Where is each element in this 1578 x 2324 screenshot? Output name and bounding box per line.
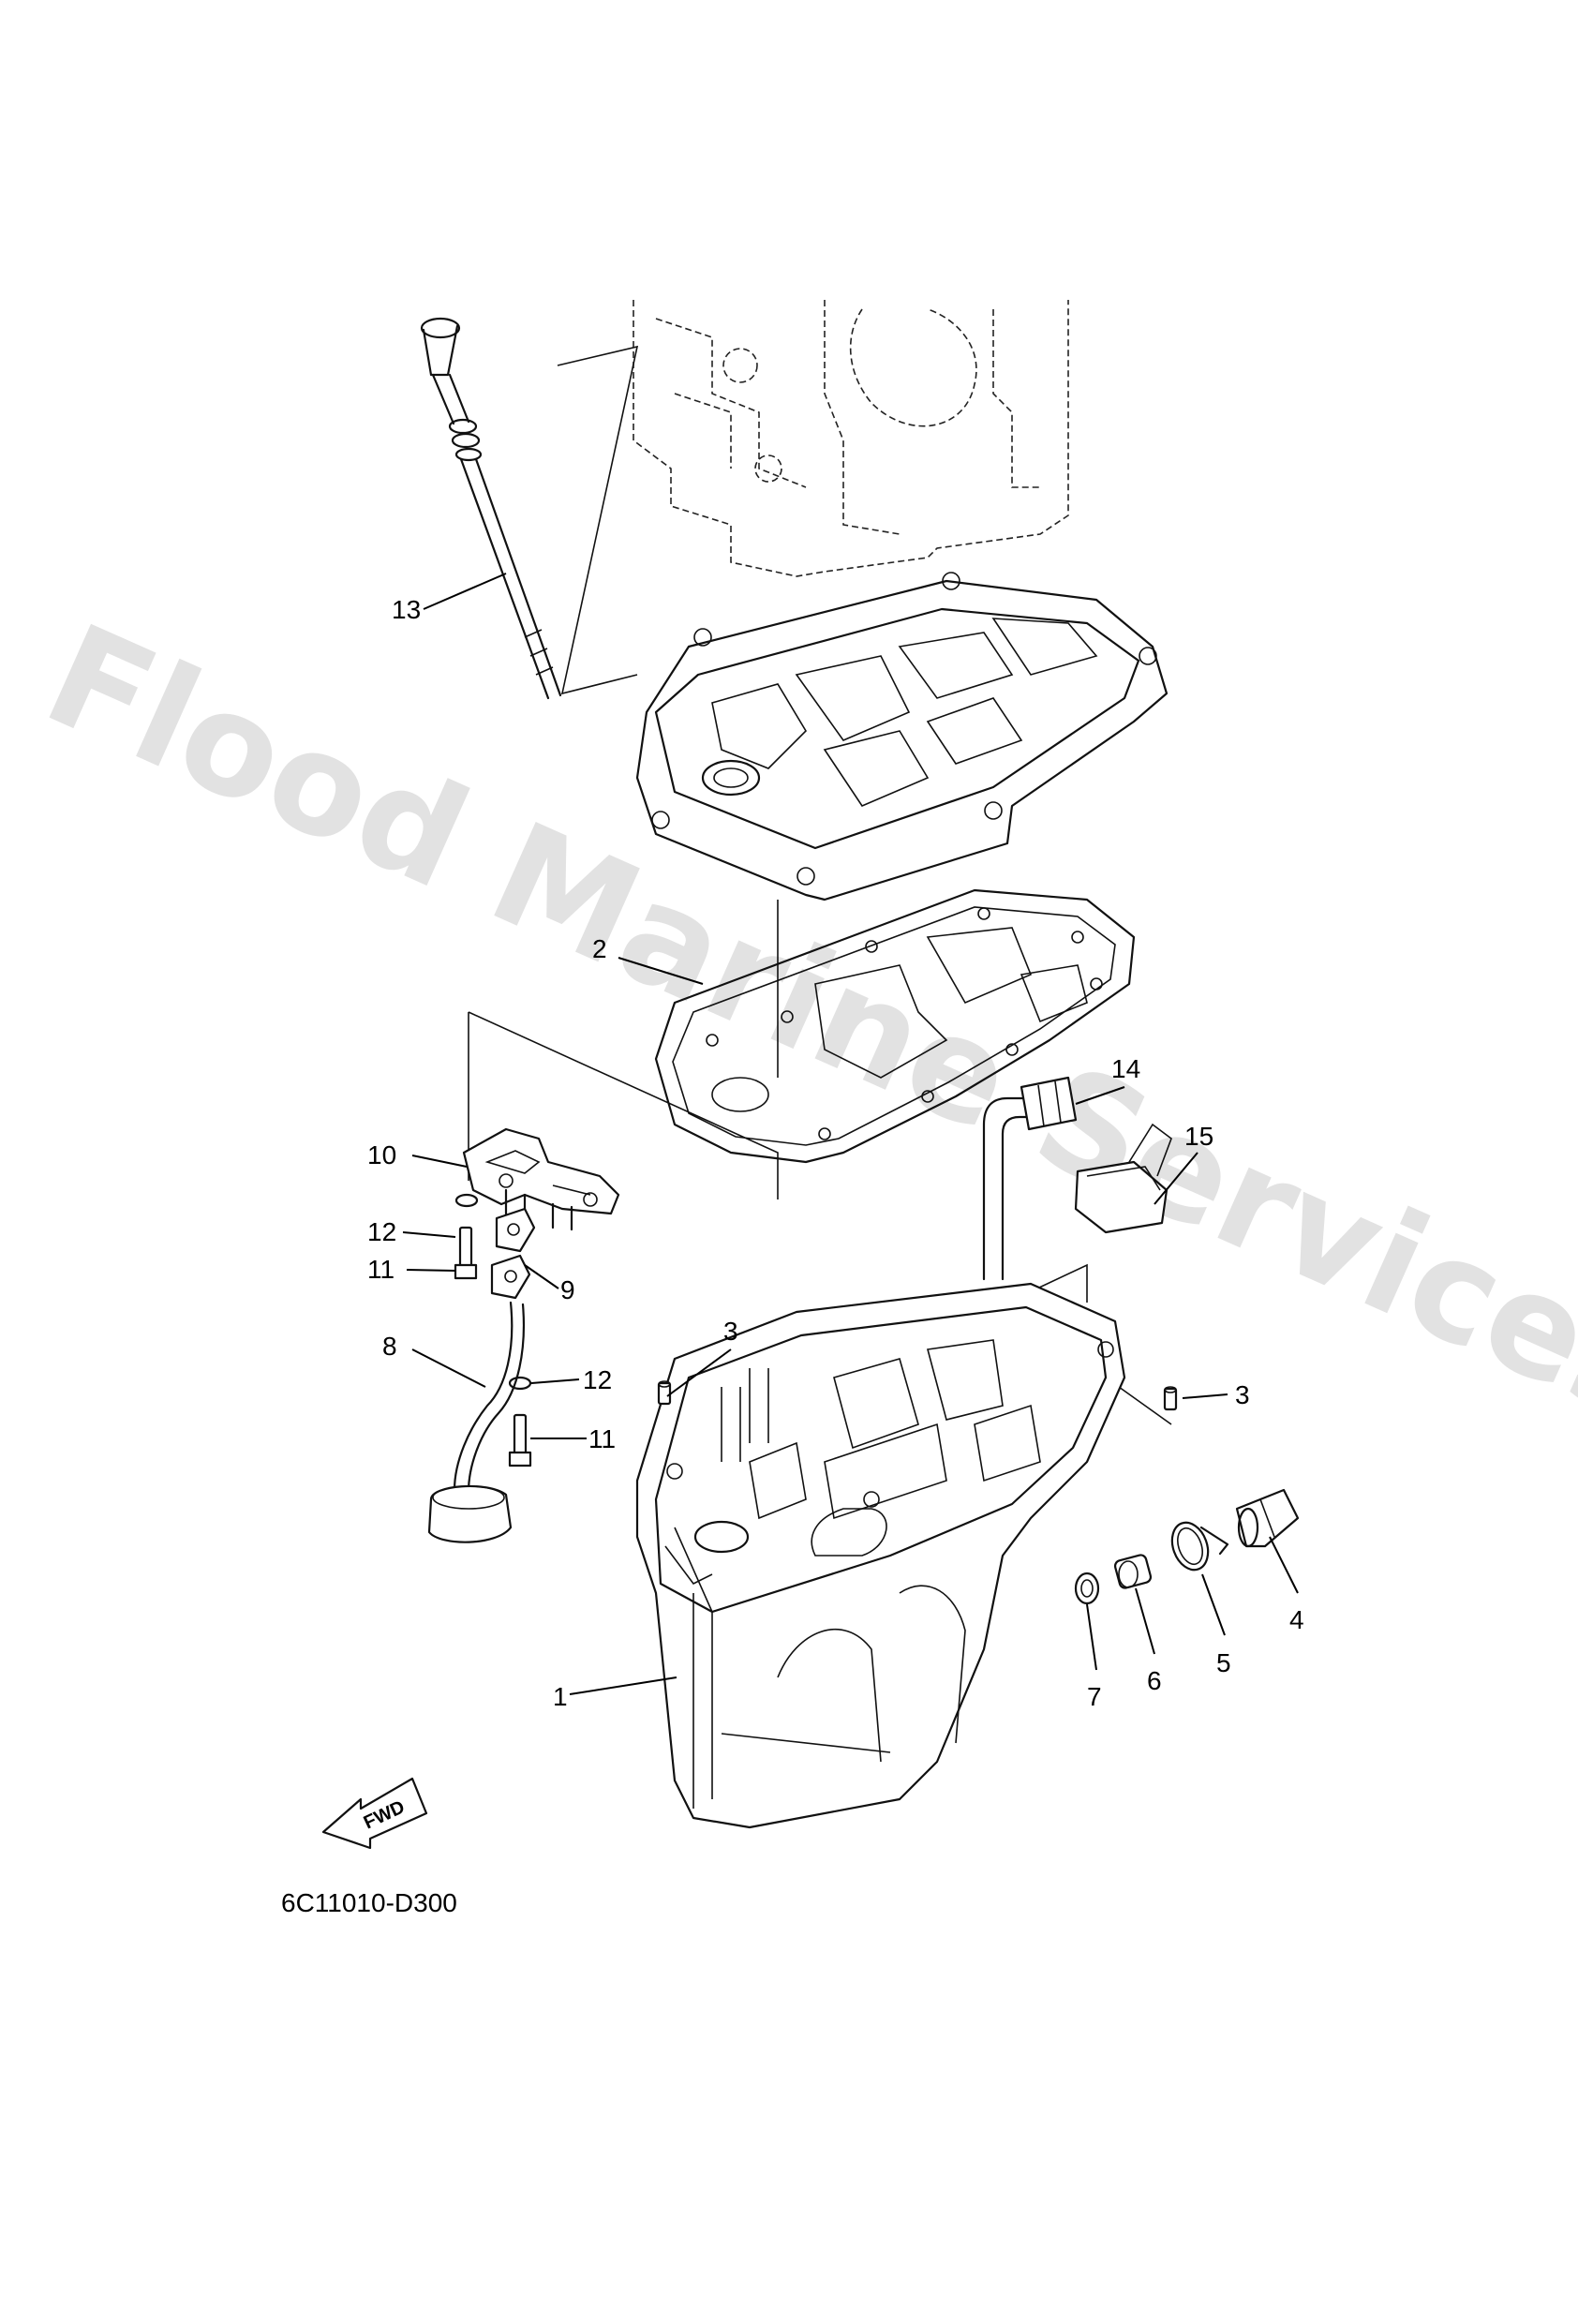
- bolt-part-11a: [454, 1226, 478, 1280]
- bolt-part-11b: [508, 1413, 532, 1467]
- callout-10: 10: [367, 1140, 396, 1169]
- upper-casting: [635, 572, 1169, 901]
- dowel-pin-part-3b: [1163, 1386, 1178, 1411]
- callout-7: 7: [1087, 1682, 1102, 1711]
- clamp-part-5: [1170, 1521, 1229, 1572]
- drain-plug-part-6: [1113, 1554, 1153, 1589]
- callout-5: 5: [1216, 1648, 1231, 1677]
- callout-14: 14: [1111, 1054, 1140, 1083]
- joint-part-4: [1235, 1488, 1300, 1548]
- callout-12b: 12: [583, 1365, 612, 1394]
- callout-11a: 11: [367, 1255, 394, 1284]
- fwd-arrow-icon: FWD: [321, 1777, 428, 1850]
- callout-15: 15: [1184, 1122, 1213, 1151]
- callout-9: 9: [560, 1275, 575, 1304]
- callout-4: 4: [1289, 1605, 1304, 1634]
- bracket-part-10: [462, 1127, 620, 1231]
- diagram-code: 6C11010-D300: [281, 1888, 457, 1917]
- leader-lines: [402, 573, 1299, 1695]
- callout-labels: 1 2 3 3 4 5 6 7 8 9 10 11 11 12 12 13 14…: [367, 595, 1304, 1711]
- callout-3a: 3: [723, 1317, 738, 1346]
- washer-part-12a: [454, 1193, 479, 1208]
- callout-8: 8: [382, 1332, 397, 1361]
- hose-part-14: [982, 1076, 1078, 1281]
- gasket-part-2: [654, 888, 1136, 1164]
- engine-block-ghost: [633, 300, 1069, 577]
- strainer-part-8: [427, 1301, 526, 1543]
- gasket-part-7: [1074, 1572, 1100, 1605]
- washer-part-12b: [508, 1376, 532, 1391]
- callout-3b: 3: [1235, 1380, 1250, 1409]
- callout-11b: 11: [588, 1424, 616, 1453]
- gasket-part-9: [490, 1207, 536, 1300]
- callout-6: 6: [1147, 1666, 1162, 1695]
- callout-13: 13: [392, 595, 421, 624]
- callout-2: 2: [592, 934, 607, 963]
- connector-part-15: [1074, 1123, 1172, 1234]
- dowel-pin-part-3a: [657, 1380, 672, 1406]
- callout-1: 1: [553, 1682, 568, 1711]
- dipstick-part-13: [420, 317, 562, 700]
- callout-12a: 12: [367, 1217, 396, 1246]
- oil-pan-part-1: [635, 1282, 1126, 1829]
